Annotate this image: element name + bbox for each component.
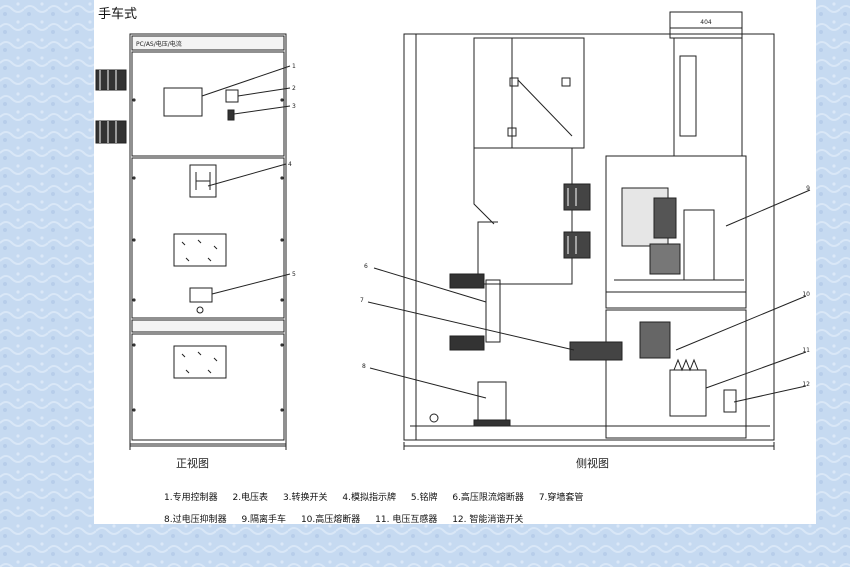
dimension-label: 404 (700, 19, 712, 26)
callout-5: 5 (292, 271, 296, 278)
dedicated-controller (163, 87, 203, 117)
legend-row-2: 8.过电压抑制器 9.隔离手车 10.高压熔断器 11. 电压互感器 12. 智… (164, 512, 535, 525)
drawing-title: 手车式 (98, 7, 138, 22)
callout-9: 9 (806, 185, 810, 192)
legend-item: 12. 智能消谐开关 (452, 515, 524, 525)
legend-item: 1.专用控制器 (164, 493, 218, 503)
legend-item: 9.隔离手车 (241, 515, 287, 525)
callout-4: 4 (288, 161, 292, 168)
callout-2: 2 (292, 85, 296, 92)
legend-item: 4.模拟指示牌 (342, 493, 396, 503)
mimic-indicator (189, 164, 217, 198)
callout-6: 6 (364, 263, 368, 270)
legend-item: 7.穿墙套管 (538, 493, 584, 503)
legend-row-1: 1.专用控制器 2.电压表 3.转换开关 4.模拟指示牌 5.铭牌 6.高压限流… (164, 490, 595, 503)
callout-1: 1 (292, 63, 296, 70)
callout-8: 8 (362, 363, 366, 370)
side-view-label: 侧视图 (576, 457, 609, 470)
front-view-label: 正视图 (176, 457, 209, 470)
legend-item: 3.转换开关 (282, 493, 328, 503)
side-view (367, 11, 811, 450)
callout-11: 11 (802, 347, 810, 354)
callout-10: 10 (802, 291, 810, 298)
legend-item: 11. 电压互感器 (375, 515, 438, 525)
legend-item: 8.过电压抑制器 (164, 515, 227, 525)
legend-item: 10.高压熔断器 (300, 515, 361, 525)
drawing-sheet: 手车式 PC/AS/电压/电流 (94, 0, 816, 525)
bushing-stubs (95, 69, 127, 144)
front-panel-label: PC/AS/电压/电流 (136, 40, 182, 48)
voltmeter (225, 89, 239, 103)
middle-window (173, 233, 227, 267)
callout-3: 3 (292, 103, 296, 110)
transfer-switch (227, 109, 235, 121)
front-view: PC/AS/电压/电流 (95, 33, 291, 450)
switchgear-drawing: PC/AS/电压/电流 (95, 11, 811, 450)
nameplate (189, 287, 213, 303)
callout-7: 7 (360, 297, 364, 304)
legend-item: 6.高压限流熔断器 (452, 493, 524, 503)
callout-12: 12 (802, 381, 810, 388)
legend-item: 2.电压表 (232, 493, 269, 503)
legend-item: 5.铭牌 (410, 493, 438, 503)
